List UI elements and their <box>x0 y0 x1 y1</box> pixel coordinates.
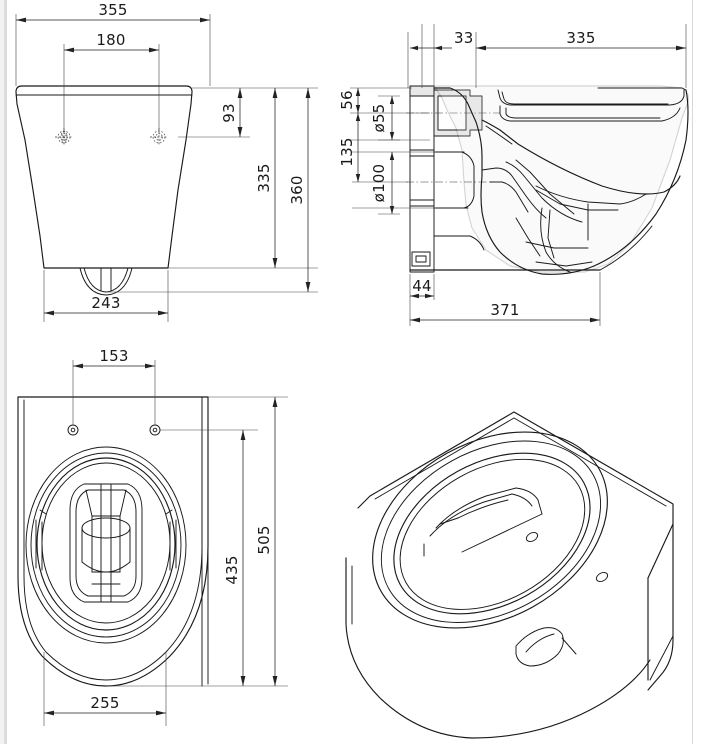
side-extension-lines <box>350 24 687 326</box>
dim-505: 505 <box>255 397 278 686</box>
dim-label-243: 243 <box>91 294 120 312</box>
dim-label-56: 56 <box>338 90 356 110</box>
dim-243: 243 <box>44 294 168 316</box>
dim-dia-100: ø100 <box>370 152 400 215</box>
dim-153: 153 <box>73 347 155 369</box>
page-gutter-outer <box>0 0 4 744</box>
dim-135: 135 <box>338 113 361 182</box>
dim-335-vertical: 335 <box>255 88 278 268</box>
dim-355: 355 <box>16 1 210 23</box>
dim-label-335h: 335 <box>566 29 595 47</box>
page-gutter-inner <box>4 0 7 744</box>
plan-outline <box>17 396 209 687</box>
dim-371: 371 <box>410 301 600 323</box>
dim-label-255: 255 <box>90 694 119 712</box>
dim-label-93: 93 <box>220 103 238 123</box>
plan-extension-lines <box>43 360 288 726</box>
dim-label-355: 355 <box>98 1 127 19</box>
dim-335-horizontal: 335 <box>476 29 686 51</box>
dim-label-153: 153 <box>99 347 128 365</box>
dim-label-dia100: ø100 <box>370 164 388 203</box>
dim-180: 180 <box>64 31 159 53</box>
view-isometric <box>345 411 674 739</box>
dim-label-33: 33 <box>454 29 474 47</box>
isometric-pan-body <box>345 411 674 739</box>
dim-label-371: 371 <box>490 301 519 319</box>
dim-label-435: 435 <box>223 555 241 584</box>
dim-255: 255 <box>44 694 166 716</box>
dim-dia-55: ø55 <box>370 95 400 141</box>
dim-33: 33 <box>410 29 474 51</box>
front-pan-outline <box>15 85 193 296</box>
view-side-section: 33 335 56 135 <box>338 24 689 326</box>
dim-label-505: 505 <box>255 525 273 554</box>
dim-label-135: 135 <box>338 137 356 166</box>
dim-label-335v: 335 <box>255 163 273 192</box>
dim-93: 93 <box>220 88 243 137</box>
front-extension-lines <box>15 14 318 322</box>
dim-label-180: 180 <box>96 31 125 49</box>
view-front-elevation: 355 180 93 335 360 <box>15 1 318 322</box>
page-edge-right <box>692 0 693 744</box>
dim-label-360: 360 <box>288 175 306 204</box>
dim-435: 435 <box>223 430 246 686</box>
dim-label-dia55: ø55 <box>370 104 388 133</box>
side-section-body <box>406 85 689 275</box>
dim-360: 360 <box>288 88 311 292</box>
dim-56: 56 <box>338 88 361 113</box>
view-plan: 153 435 505 255 <box>17 347 288 726</box>
dim-label-44: 44 <box>412 277 432 295</box>
dim-44: 44 <box>410 277 434 299</box>
